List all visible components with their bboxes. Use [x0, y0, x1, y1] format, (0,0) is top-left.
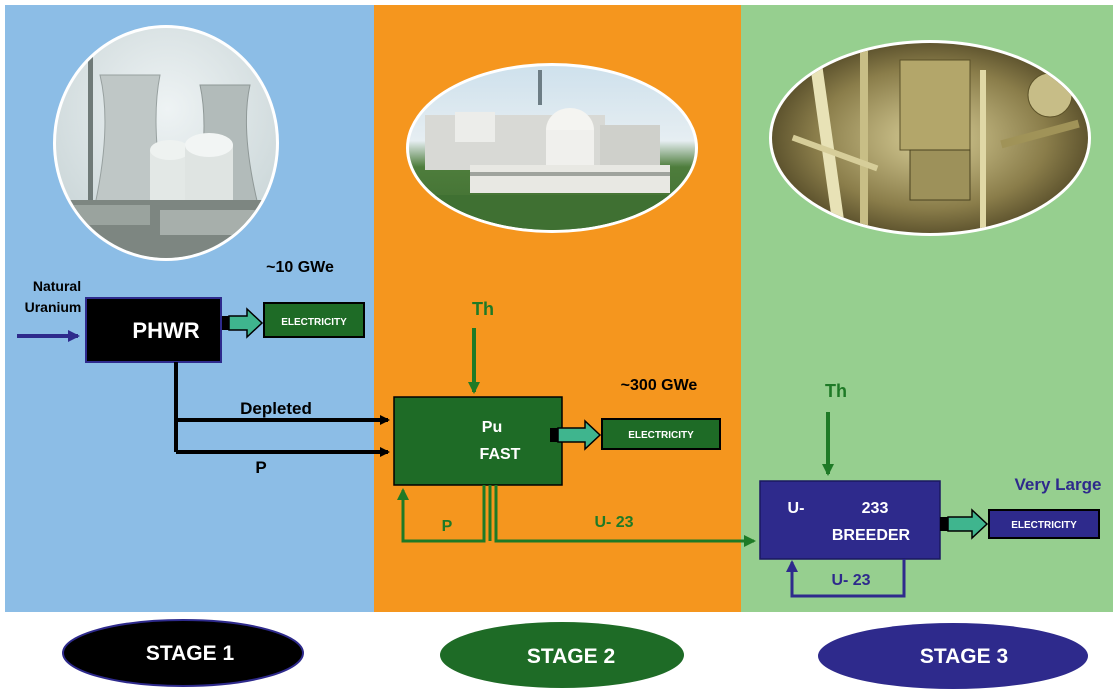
u233-transfer-label: U- 23: [594, 514, 633, 531]
stage1-electricity-box: [263, 302, 365, 338]
stage2-badge-label: STAGE 2: [527, 645, 615, 668]
fast-reactor-plant-photo: [406, 63, 698, 233]
breeder-reactor-233: 233: [862, 500, 889, 517]
fast-reactor-box: [393, 396, 563, 486]
breeder-reactor-u: U-: [788, 500, 805, 517]
stage3-loop-label: U- 23: [831, 572, 870, 589]
natural-uranium-label-line1: Natural: [33, 278, 81, 294]
stage2-capacity: ~300 GWe: [621, 377, 698, 394]
stage2-output-arrow: [550, 419, 602, 451]
stage1-output-arrow: [222, 307, 264, 339]
stage3-electricity-box: [988, 509, 1100, 539]
stage1-capacity: ~10 GWe: [266, 259, 334, 276]
stage3-output-arrow: [940, 508, 989, 540]
stage1-badge: [62, 619, 304, 687]
stage1-badge-label: STAGE 1: [146, 642, 235, 665]
depleted-label: Depleted: [240, 399, 312, 418]
natural-uranium-label-line2: Uranium: [25, 299, 82, 315]
stage2-plutonium-loop: [397, 485, 486, 543]
u233-transfer-arrow: [494, 485, 756, 547]
fast-reactor-line2: FAST: [480, 446, 521, 463]
reactor-interior-photo: [769, 40, 1091, 236]
stage3-badge: [818, 623, 1088, 689]
stage3-electricity-label: ELECTRICITY: [1011, 520, 1077, 531]
cooling-towers-photo: [53, 25, 279, 261]
stage1-electricity-label: ELECTRICITY: [281, 317, 347, 328]
stage2-badge: [440, 622, 684, 688]
stage2-thorium-label: Th: [472, 299, 494, 319]
stage2-electricity-box: [601, 418, 721, 450]
phwr-to-fast-lines: [174, 362, 390, 457]
stage3-badge-label: STAGE 3: [920, 645, 1008, 668]
phwr-reactor-box: [85, 297, 222, 363]
stage3-u233-loop: [786, 559, 906, 598]
plutonium-label: P: [255, 458, 266, 477]
stage2-electricity-label: ELECTRICITY: [628, 430, 694, 441]
stage2-loop-label: P: [442, 518, 453, 535]
stage3-capacity: Very Large: [1015, 475, 1102, 494]
breeder-reactor-line2: BREEDER: [832, 527, 911, 544]
breeder-reactor-box: [759, 480, 941, 560]
phwr-reactor-label: PHWR: [132, 318, 199, 343]
fast-reactor-line1: Pu: [482, 419, 502, 436]
stage3-thorium-label: Th: [825, 381, 847, 401]
